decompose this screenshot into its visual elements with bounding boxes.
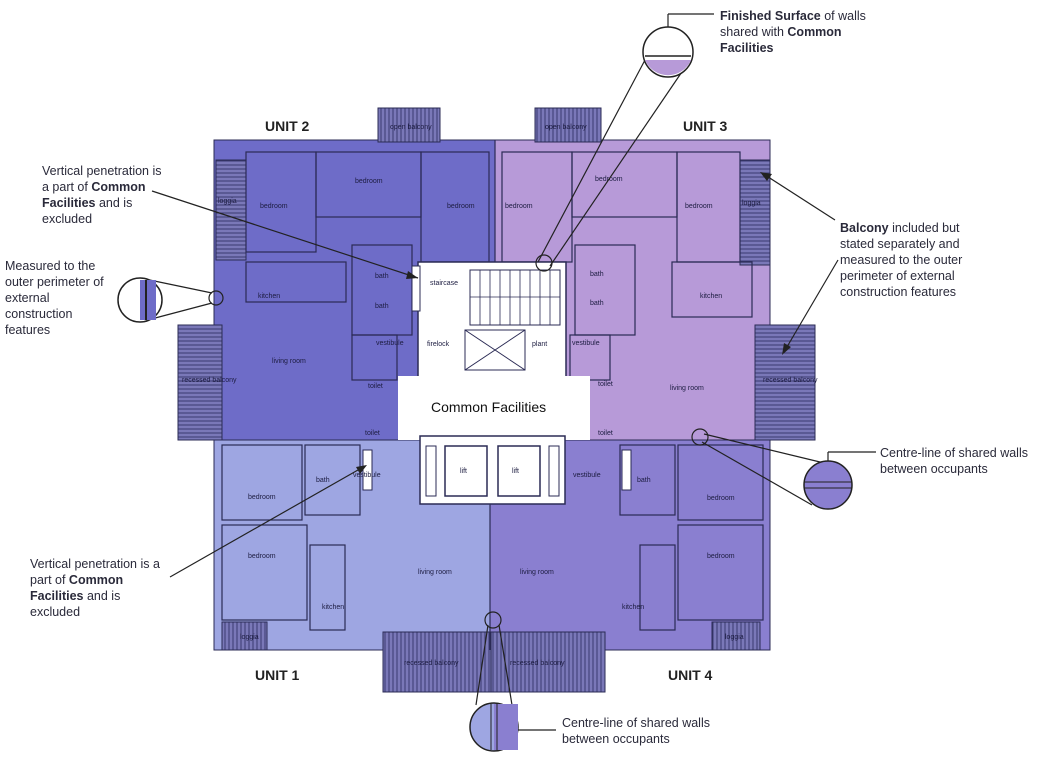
svg-text:toilet: toilet	[368, 383, 383, 390]
open-balcony-unit3	[534, 107, 602, 143]
unit-4-label: UNIT 4	[668, 667, 713, 683]
svg-text:living room: living room	[418, 569, 452, 576]
callout-leaders	[117, 13, 876, 752]
svg-text:bath: bath	[316, 477, 330, 484]
loggia-unit2	[215, 159, 247, 261]
annotation-measured-outer-perimeter: Measured to the outer perimeter of exter…	[5, 259, 104, 337]
svg-text:toilet: toilet	[365, 430, 380, 437]
svg-text:bath: bath	[590, 271, 604, 278]
svg-text:bath: bath	[375, 273, 389, 280]
svg-text:open balcony: open balcony	[545, 124, 587, 131]
annotation-finished-surface: Finished Surface of walls shared with Co…	[720, 9, 866, 55]
svg-text:recessed balcony: recessed balcony	[510, 660, 565, 667]
svg-text:bedroom: bedroom	[260, 203, 288, 210]
annotation-centre-line-bottom: Centre-line of shared walls between occu…	[562, 716, 710, 746]
svg-text:staircase: staircase	[430, 280, 458, 287]
svg-text:living room: living room	[670, 385, 704, 392]
annotation-centre-line-right: Centre-line of shared walls between occu…	[880, 446, 1028, 476]
svg-text:kitchen: kitchen	[322, 604, 344, 611]
open-balcony-unit2	[377, 107, 441, 143]
svg-text:bedroom: bedroom	[248, 553, 276, 560]
svg-text:toilet: toilet	[598, 430, 613, 437]
loggia-unit4	[711, 621, 761, 651]
svg-text:loggia: loggia	[742, 200, 761, 207]
svg-text:bath: bath	[590, 300, 604, 307]
svg-text:toilet: toilet	[598, 381, 613, 388]
svg-text:living room: living room	[520, 569, 554, 576]
svg-text:kitchen: kitchen	[258, 293, 280, 300]
svg-text:vestibule: vestibule	[572, 340, 600, 347]
unit-1-label: UNIT 1	[255, 667, 300, 683]
svg-text:kitchen: kitchen	[700, 293, 722, 300]
svg-text:vestibule: vestibule	[573, 472, 601, 479]
svg-text:recessed balcony: recessed balcony	[763, 377, 818, 384]
annotation-balcony: Balcony included but stated separately a…	[840, 221, 963, 299]
svg-text:kitchen: kitchen	[622, 604, 644, 611]
svg-text:bedroom: bedroom	[248, 494, 276, 501]
svg-text:loggia: loggia	[218, 198, 237, 205]
detail-circle-centre-right	[803, 460, 853, 510]
svg-text:vestibule: vestibule	[376, 340, 404, 347]
svg-text:vestibule: vestibule	[353, 472, 381, 479]
svg-text:bath: bath	[637, 477, 651, 484]
svg-text:loggia: loggia	[240, 634, 259, 641]
svg-text:lift: lift	[512, 468, 519, 475]
unit-3-label: UNIT 3	[683, 118, 728, 134]
svg-text:plant: plant	[532, 341, 547, 348]
svg-text:bedroom: bedroom	[707, 495, 735, 502]
svg-text:lift: lift	[460, 468, 467, 475]
loggia-unit1	[221, 621, 268, 651]
recessed-balcony-unit1	[382, 631, 492, 693]
svg-text:open balcony: open balcony	[390, 124, 432, 131]
svg-text:living room: living room	[272, 358, 306, 365]
recessed-balcony-unit2	[177, 324, 223, 441]
svg-text:recessed balcony: recessed balcony	[404, 660, 459, 667]
svg-text:bedroom: bedroom	[707, 553, 735, 560]
svg-text:bedroom: bedroom	[505, 203, 533, 210]
annotation-vertical-penetration-bottom: Vertical penetration is a part of Common…	[30, 557, 160, 619]
svg-text:loggia: loggia	[725, 634, 744, 641]
unit-2-label: UNIT 2	[265, 118, 310, 134]
svg-text:bath: bath	[375, 303, 389, 310]
svg-text:bedroom: bedroom	[685, 203, 713, 210]
recessed-balcony-unit4	[490, 631, 606, 693]
annotation-vertical-penetration-top: Vertical penetration is a part of Common…	[42, 164, 162, 226]
common-facilities-core	[362, 261, 632, 505]
svg-text:bedroom: bedroom	[355, 178, 383, 185]
svg-text:recessed balcony: recessed balcony	[182, 377, 237, 384]
common-facilities-label: Common Facilities	[431, 399, 546, 415]
svg-text:bedroom: bedroom	[447, 203, 475, 210]
recessed-balcony-unit3	[754, 324, 816, 441]
svg-text:firelock: firelock	[427, 341, 450, 348]
